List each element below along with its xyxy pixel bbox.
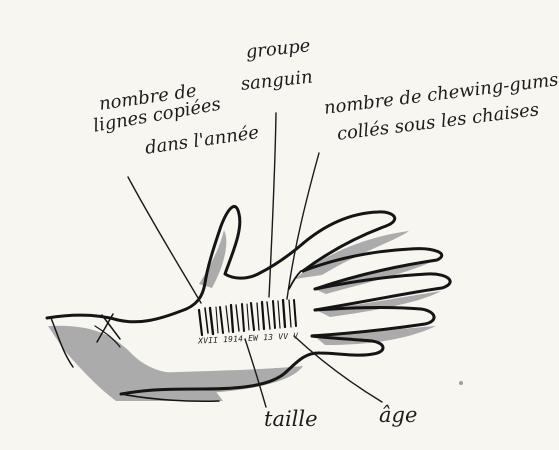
paper-speck [459, 381, 463, 385]
annotation-height: taille [264, 408, 318, 430]
annotation-age: âge [379, 404, 417, 426]
